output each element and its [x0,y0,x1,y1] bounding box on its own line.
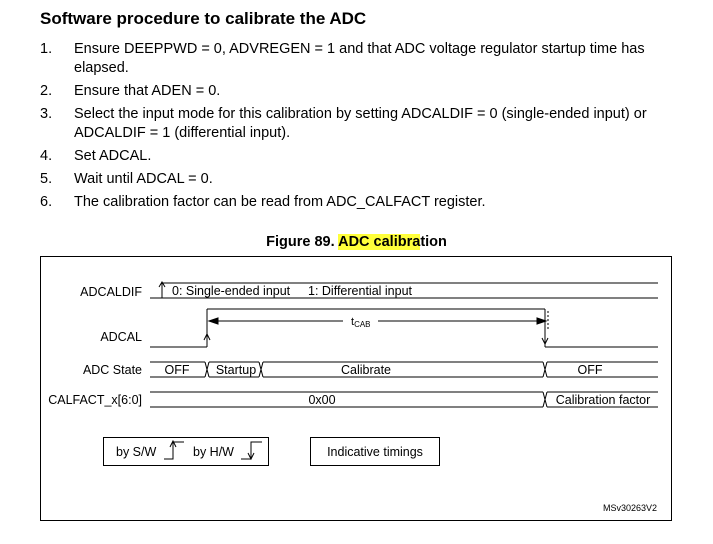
procedure-step: 4. Set ADCAL. [40,147,680,166]
signal-label-adc-state: ADC State [83,363,142,377]
step-number: 6. [40,194,53,210]
adcaldif-waveform [150,281,658,299]
state-startup: Startup [216,363,256,377]
adcaldif-single-ended: 0: Single-ended input [172,284,291,298]
step-number: 2. [40,83,53,99]
adcal-waveform [150,308,658,348]
step-number: 1. [40,41,53,57]
signal-label-adcaldif: ADCALDIF [80,285,142,299]
calfact-initial: 0x00 [308,393,335,407]
state-off: OFF [165,363,190,377]
legend-sw-hw-box [103,437,269,466]
step-text: The calibration factor can be read from … [74,194,486,210]
step-text: Select the input mode for this calibrati… [74,106,647,141]
figure-reference: MSv30263V2 [603,503,657,513]
state-calibrate: Calibrate [341,363,391,377]
step-text: Wait until ADCAL = 0. [74,171,213,187]
diagram-frame [40,256,672,521]
step-text: Ensure that ADEN = 0. [74,83,221,99]
step-number: 5. [40,171,53,187]
step-number: 4. [40,148,53,164]
legend-by-sw: by S/W [116,445,156,459]
procedure-step: 1. Ensure DEEPPWD = 0, ADVREGEN = 1 and t… [40,40,680,78]
legend-indicative-timings: Indicative timings [327,445,423,459]
tcab-subscript: CAB [354,320,370,329]
procedure-step: 6. The calibration factor can be read fro… [40,193,680,212]
section-title: Software procedure to calibrate the ADC [40,9,367,28]
calfact-bus [150,391,658,408]
tcab-label: tCAB [351,316,371,329]
figure-title-highlight: ADC calibra [338,234,421,250]
sw-edge-icon [164,439,184,460]
procedure-step: 2. Ensure that ADEN = 0. [40,82,680,101]
step-number: 3. [40,106,53,122]
adc-state-bus [150,361,658,378]
hw-edge-icon [241,441,262,461]
procedure-steps: 1. Ensure DEEPPWD = 0, ADVREGEN = 1 and t… [40,40,680,216]
procedure-step: 5. Wait until ADCAL = 0. [40,170,680,189]
step-text: Set ADCAL. [74,148,152,164]
legend-indicative-box [310,437,440,466]
adcaldif-differential: 1: Differential input [308,284,413,298]
signal-label-calfact: CALFACT_x[6:0] [48,393,142,407]
procedure-step: 3. Select the input mode for this calibra… [40,105,680,143]
tcab-arrow [207,317,548,325]
figure-title-rest: tion [420,234,447,250]
legend-by-hw: by H/W [193,445,234,459]
figure-caption: Figure 89. ADC calibration [0,234,713,250]
tcab-t: t [351,316,354,328]
state-off-end: OFF [578,363,603,377]
signal-label-adcal: ADCAL [100,330,142,344]
step-text: Ensure DEEPPWD = 0, ADVREGEN = 1 and tha… [74,41,645,76]
figure-label: Figure 89. [266,234,335,250]
calfact-final: Calibration factor [556,393,651,407]
